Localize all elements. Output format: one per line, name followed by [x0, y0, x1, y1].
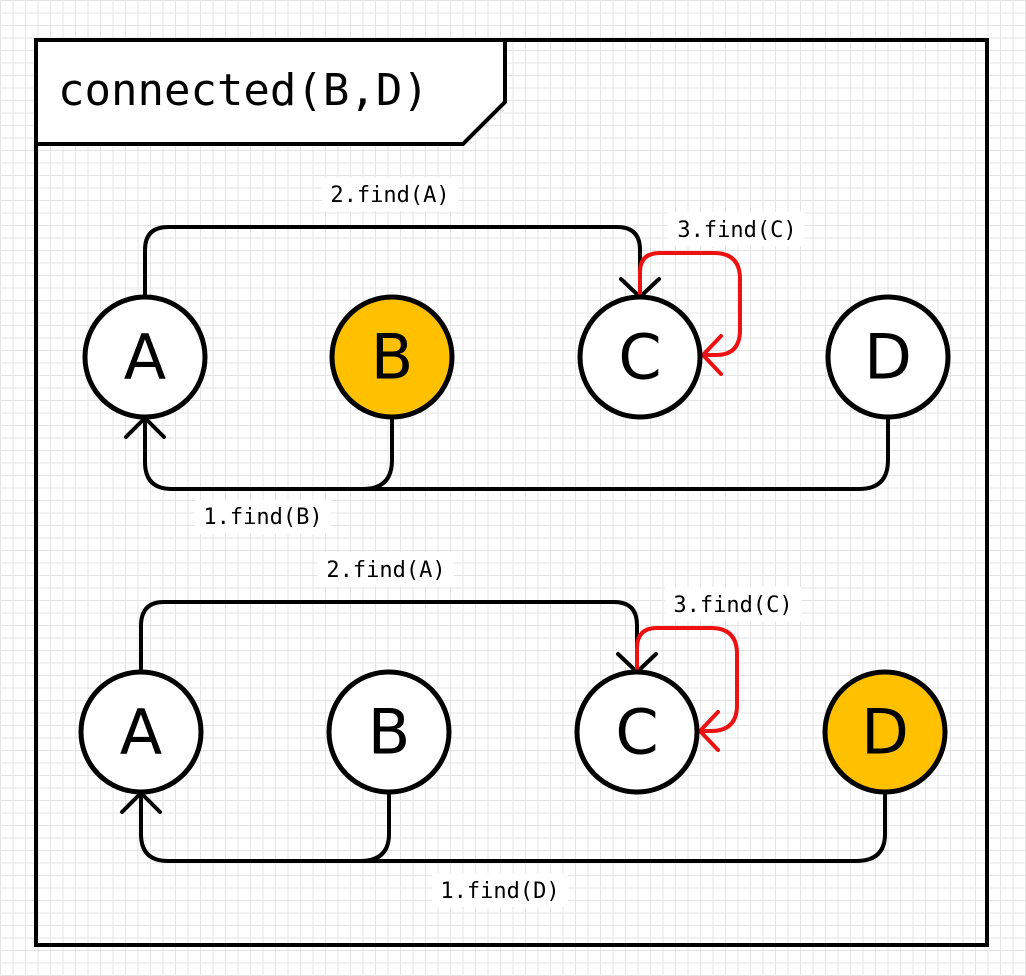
edge-b-to-a — [143, 416, 394, 491]
step-label-find-d: 1.find(D) — [440, 879, 559, 904]
node-b-label: B — [371, 321, 414, 394]
title-tab — [34, 38, 507, 146]
edge-b-to-a — [139, 791, 391, 863]
node-d-label: D — [864, 321, 912, 394]
node-a-label: A — [120, 696, 162, 769]
node-b: B — [326, 669, 452, 795]
node-d: D — [825, 294, 951, 420]
self-loop-c-arrowhead — [701, 334, 723, 376]
edge-a-to-c — [143, 225, 642, 299]
edge-d-to-b — [358, 792, 887, 863]
node-a-label: A — [124, 321, 166, 394]
step-label-find-c: 3.find(C) — [673, 593, 792, 618]
diagram-title: connected(B,D) — [58, 65, 429, 116]
step-label-find-b: 1.find(B) — [203, 505, 322, 530]
node-a: A — [78, 669, 204, 795]
node-c: C — [577, 294, 703, 420]
node-a: A — [82, 294, 208, 420]
node-d: D — [822, 669, 948, 795]
self-loop-c — [638, 251, 742, 357]
diagram-frame — [34, 38, 989, 947]
self-loop-c-arrowhead — [698, 710, 720, 752]
self-loop-c — [635, 626, 739, 733]
edge-d-to-b — [361, 416, 890, 491]
upper-diagram: 2.find(A) 3.find(C) 1.find(B) A B C D — [82, 177, 951, 534]
node-c-label: C — [618, 321, 661, 394]
step-label-find-c: 3.find(C) — [677, 218, 796, 243]
step-label-find-a: 2.find(A) — [330, 183, 449, 208]
step-label-find-a: 2.find(A) — [326, 558, 445, 583]
node-b: B — [329, 294, 455, 420]
node-c: C — [574, 669, 700, 795]
node-b-label: B — [368, 696, 411, 769]
node-d-label: D — [861, 696, 909, 769]
node-c-label: C — [615, 696, 658, 769]
edge-a-to-c — [139, 600, 639, 674]
lower-diagram: 2.find(A) 3.find(C) 1.find(D) A B C D — [78, 552, 948, 907]
